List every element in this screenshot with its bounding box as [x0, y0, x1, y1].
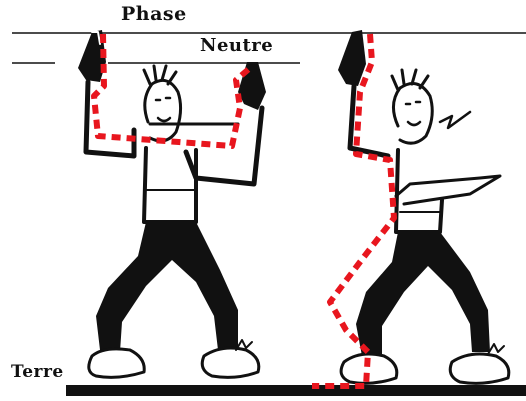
neutre-label: Neutre	[200, 37, 273, 55]
ground-bar	[66, 385, 526, 396]
phase-label: Phase	[121, 5, 187, 24]
terre-label: Terre	[11, 364, 64, 381]
